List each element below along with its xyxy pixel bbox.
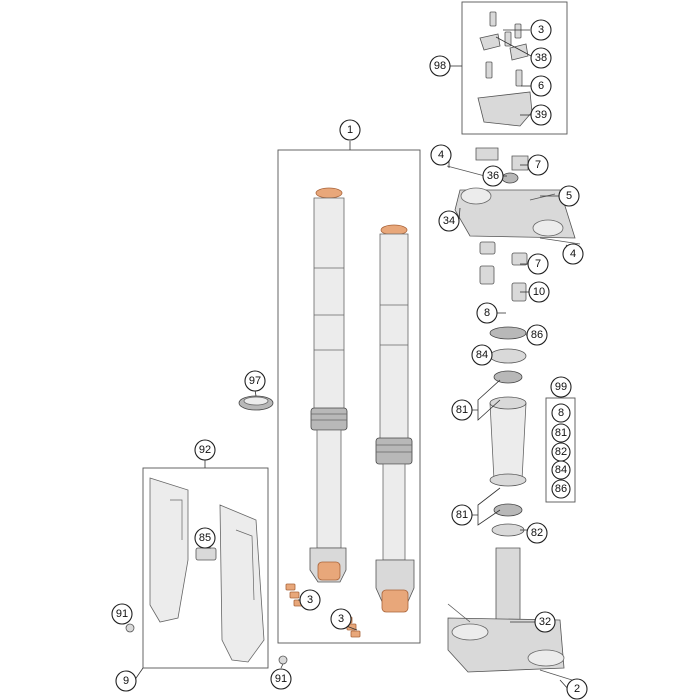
svg-text:84: 84: [555, 464, 567, 476]
svg-text:81: 81: [456, 404, 468, 416]
guard-screw-91a: [125, 623, 135, 633]
pinch-bolt-2: [539, 669, 573, 681]
callout-99: 99: [550, 376, 572, 398]
callout-10: 10: [528, 281, 550, 303]
lower-triple-clamp: [447, 547, 565, 673]
svg-text:9: 9: [123, 675, 129, 687]
ring-97: [238, 395, 274, 411]
fork-leg-right: [375, 224, 415, 613]
callout-98: 98: [429, 55, 451, 77]
callout-38: 38: [530, 47, 552, 69]
svg-text:81: 81: [555, 427, 567, 439]
callout-92: 92: [194, 439, 216, 461]
callout-36: 36: [482, 165, 504, 187]
svg-text:81: 81: [456, 509, 468, 521]
kit-99-list-82: 82: [551, 442, 571, 462]
svg-text:92: 92: [199, 444, 211, 456]
callout-91-left: 91: [111, 603, 133, 625]
svg-text:8: 8: [484, 307, 490, 319]
clamp-kit-parts: [477, 11, 533, 127]
svg-text:82: 82: [555, 446, 567, 458]
guard-clip-85: [195, 547, 217, 561]
callout-7-top: 7: [527, 154, 549, 176]
svg-text:7: 7: [535, 258, 541, 270]
svg-text:4: 4: [438, 149, 444, 161]
svg-text:4: 4: [570, 248, 576, 260]
svg-text:36: 36: [487, 170, 499, 182]
svg-text:91: 91: [275, 673, 287, 685]
svg-text:39: 39: [535, 109, 547, 121]
upper-triple-clamp: [454, 147, 576, 239]
callout-6: 6: [530, 75, 552, 97]
callout-91-right: 91: [270, 668, 292, 690]
callout-8: 8: [476, 302, 498, 324]
svg-text:3: 3: [307, 594, 313, 606]
svg-text:7: 7: [535, 159, 541, 171]
fork-leg-left: [309, 187, 348, 583]
callout-84: 84: [471, 344, 493, 366]
kit-99-list-8: 8: [551, 403, 571, 423]
callout-2: 2: [566, 678, 588, 700]
svg-text:86: 86: [531, 329, 543, 341]
svg-text:10: 10: [533, 286, 545, 298]
svg-text:97: 97: [249, 375, 261, 387]
svg-text:85: 85: [199, 532, 211, 544]
svg-text:5: 5: [566, 190, 572, 202]
callout-1: 1: [339, 119, 361, 141]
callout-3-left: 3: [299, 589, 321, 611]
steering-bearing-stack: [480, 309, 527, 537]
clamp-kit-frame: [461, 1, 568, 135]
bushings-7-10: [479, 241, 528, 302]
svg-text:6: 6: [538, 80, 544, 92]
callout-97: 97: [244, 370, 266, 392]
callout-4-top: 4: [430, 144, 452, 166]
kit-99-list-86: 86: [551, 479, 571, 499]
svg-text:1: 1: [347, 124, 353, 136]
pinch-bolt-5: [529, 193, 556, 201]
callout-5: 5: [558, 185, 580, 207]
svg-text:38: 38: [535, 52, 547, 64]
callout-32: 32: [534, 611, 556, 633]
callout-81-top: 81: [451, 399, 473, 421]
callout-82: 82: [526, 522, 548, 544]
svg-text:34: 34: [443, 215, 455, 227]
callout-34: 34: [438, 210, 460, 232]
svg-text:8: 8: [558, 407, 564, 419]
callout-9: 9: [115, 670, 137, 692]
kit-99-list-84: 84: [551, 460, 571, 480]
svg-text:84: 84: [476, 349, 488, 361]
svg-text:99: 99: [555, 381, 567, 393]
fork-assembly-frame: [277, 149, 421, 644]
svg-text:98: 98: [434, 60, 446, 72]
callout-3-right: 3: [330, 608, 352, 630]
fork-guard-left: [149, 477, 189, 623]
callout-3-kit: 3: [530, 19, 552, 41]
svg-text:91: 91: [116, 608, 128, 620]
callout-7-bottom: 7: [527, 253, 549, 275]
svg-text:32: 32: [539, 616, 551, 628]
callout-86: 86: [526, 324, 548, 346]
callout-81-bottom: 81: [451, 504, 473, 526]
svg-text:2: 2: [574, 683, 580, 695]
callout-39: 39: [530, 104, 552, 126]
kit-99-frame: [545, 397, 576, 503]
svg-text:3: 3: [538, 24, 544, 36]
pinch-bolt-4b: [539, 237, 581, 245]
callout-85: 85: [194, 527, 216, 549]
guard-screw-91b: [278, 655, 288, 665]
svg-text:3: 3: [338, 613, 344, 625]
fork-guard-frame: [142, 467, 269, 669]
callout-4-bottom: 4: [562, 243, 584, 265]
kit-99-list-81: 81: [551, 423, 571, 443]
pinch-bolt-lower: [447, 603, 471, 623]
svg-text:86: 86: [555, 483, 567, 495]
fork-guard-right: [219, 504, 265, 663]
svg-text:82: 82: [531, 527, 543, 539]
